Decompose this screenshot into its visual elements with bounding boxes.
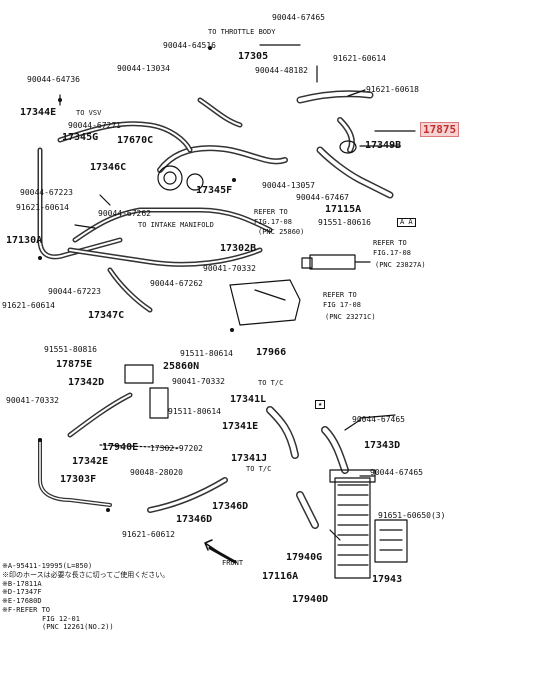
note-line: ※F-REFER TO xyxy=(2,605,51,614)
notes-block: ※A-95411-19995(L=850) ※印のホースは必要な長さに切ってご使… xyxy=(2,562,169,632)
label-90044-67465-right: 90044-67465 xyxy=(352,415,405,424)
label-refer-to-c: REFER TO xyxy=(323,291,357,299)
label-90044-67271: 90044-67271 xyxy=(68,121,121,130)
label-17875-highlighted[interactable]: 17875 xyxy=(420,122,460,137)
label-17346d-b: 17346D xyxy=(176,514,213,525)
label-17344e: 17344E xyxy=(20,107,57,118)
label-17940e: 17940E xyxy=(102,442,139,453)
label-17345g: 17345G xyxy=(62,132,99,143)
label-91551-80816: 91551-80816 xyxy=(44,345,97,354)
note-line: (PNC 12261(NO.2)) xyxy=(42,623,114,632)
label-91511-80614-b: 91511-80614 xyxy=(168,407,221,416)
label-fig-17-08-c: FIG 17-08 xyxy=(323,301,361,309)
label-pnc-23827a: (PNC 23827A) xyxy=(375,261,426,269)
label-17346d-a: 17346D xyxy=(212,501,249,512)
label-17943: 17943 xyxy=(372,574,403,585)
label-17875e: 17875E xyxy=(56,359,93,370)
note-line: ※E-17680D xyxy=(2,597,42,605)
label-refer-to-b: REFER TO xyxy=(373,239,407,247)
label-front: FRONT xyxy=(222,559,244,567)
label-17345f: 17345F xyxy=(196,185,233,196)
label-17670c: 17670C xyxy=(117,135,154,146)
label-91551-80616: 91551-80616 xyxy=(318,218,371,227)
note-line: ※D-17347F xyxy=(2,588,42,597)
note-line: FIG 12-01 xyxy=(42,614,80,623)
label-17342e: 17342E xyxy=(72,456,109,467)
note-line: ※B-17811A xyxy=(2,579,42,588)
label-90044-67223-b: 90044-67223 xyxy=(48,287,101,296)
label-17116a: 17116A xyxy=(262,571,299,582)
label-90048-28020: 90048-28020 xyxy=(130,468,183,477)
label-25860n: 25860N xyxy=(163,361,200,372)
label-91651-60650: 91651-60650(3) xyxy=(378,511,446,520)
label-17940g: 17940G xyxy=(286,552,323,563)
label-17305: 17305 xyxy=(238,51,269,62)
label-90044-64516: 90044-64516 xyxy=(163,41,216,50)
label-to-intake-manifold: TO INTAKE MANIFOLD xyxy=(138,221,214,229)
label-17346c: 17346C xyxy=(90,162,127,173)
label-90044-13057: 90044-13057 xyxy=(262,181,315,190)
label-17940d: 17940D xyxy=(292,594,329,605)
label-17342d: 17342D xyxy=(68,377,105,388)
label-star-box: ★ xyxy=(315,400,326,409)
label-aa-box: A A xyxy=(397,218,416,227)
label-17302b: 17302B xyxy=(220,243,257,254)
label-17130a: 17130A xyxy=(6,235,43,246)
label-17966: 17966 xyxy=(256,347,287,358)
label-90044-67465-right2: 90044-67465 xyxy=(370,468,423,477)
label-90044-67262-a: 90044-67262 xyxy=(98,209,151,218)
label-90044-67262-b: 90044-67262 xyxy=(150,279,203,288)
label-90044-64736: 90044-64736 xyxy=(27,75,80,84)
label-17341e: 17341E xyxy=(222,421,259,432)
label-90044-67467: 90044-67467 xyxy=(296,193,349,202)
label-17343d: 17343D xyxy=(364,440,401,451)
label-17115a: 17115A xyxy=(325,204,362,215)
label-17303f: 17303F xyxy=(60,474,97,485)
note-line: ※印のホースは必要な長さに切ってご使用ください。 xyxy=(2,570,170,579)
label-91621-60612: 91621-60612 xyxy=(122,530,175,539)
label-pnc-25860: (PNC 25860) xyxy=(258,228,305,236)
label-fig-17-08-a: FIG.17-08 xyxy=(254,218,292,226)
label-90044-13034: 90044-13034 xyxy=(117,64,170,73)
label-90041-70332-c: 90041-70332 xyxy=(6,396,59,405)
label-to-throttle-body: TO THROTTLE BODY xyxy=(208,28,276,36)
label-17349b: 17349B xyxy=(365,140,402,151)
label-91621-60614-top: 91621-60614 xyxy=(333,54,386,63)
label-91621-60618: 91621-60618 xyxy=(366,85,419,94)
label-fig-17-08-b: FIG.17-08 xyxy=(373,249,411,257)
label-90041-70332-a: 90041-70332 xyxy=(203,264,256,273)
label-17341l: 17341L xyxy=(230,394,267,405)
note-line: ※A-95411-19995(L=850) xyxy=(2,562,93,570)
label-90044-67465-top: 90044-67465 xyxy=(272,13,325,22)
label-90044-48182: 90044-48182 xyxy=(255,66,308,75)
label-to-tc-a: TO T/C xyxy=(258,379,284,387)
label-17341j: 17341J xyxy=(231,453,268,464)
label-refer-to-a: REFER TO xyxy=(254,208,288,216)
label-91621-60614-bottom-left: 91621-60614 xyxy=(2,301,55,310)
label-to-tc-b: TO T/C xyxy=(246,465,272,473)
label-to-vsv: TO VSV xyxy=(76,109,102,117)
label-17302-97202: 17302-97202 xyxy=(150,444,203,453)
label-91621-60614-left: 91621-60614 xyxy=(16,203,69,212)
label-90044-67223-a: 90044-67223 xyxy=(20,188,73,197)
label-90041-70332-b: 90041-70332 xyxy=(172,377,225,386)
label-pnc-23271c: (PNC 23271C) xyxy=(325,313,376,321)
label-91511-80614-a: 91511-80614 xyxy=(180,349,233,358)
label-17347c: 17347C xyxy=(88,310,125,321)
